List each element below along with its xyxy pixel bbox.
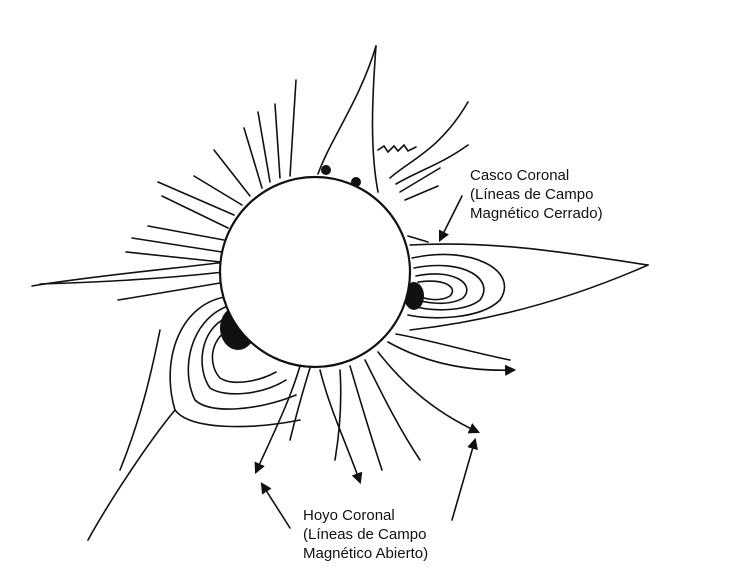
coronal-hole-subtitle-1: (Líneas de Campo (303, 525, 428, 544)
top-streamers (318, 46, 468, 200)
coronal-helmet-subtitle-2: Magnético Cerrado) (470, 204, 603, 223)
coronal-hole-label: Hoyo Coronal (Líneas de Campo Magnético … (303, 506, 428, 563)
coronal-helmet-title: Casco Coronal (470, 166, 603, 185)
coronal-helmet-loops (408, 236, 648, 330)
left-streamer (32, 262, 226, 300)
sun-disk (220, 177, 410, 367)
coronal-helmet-subtitle-1: (Líneas de Campo (470, 185, 603, 204)
coronal-helmet-label: Casco Coronal (Líneas de Campo Magnético… (470, 166, 603, 223)
coronal-hole-title: Hoyo Coronal (303, 506, 428, 525)
coronal-hole-subtitle-2: Magnético Abierto) (303, 544, 428, 563)
